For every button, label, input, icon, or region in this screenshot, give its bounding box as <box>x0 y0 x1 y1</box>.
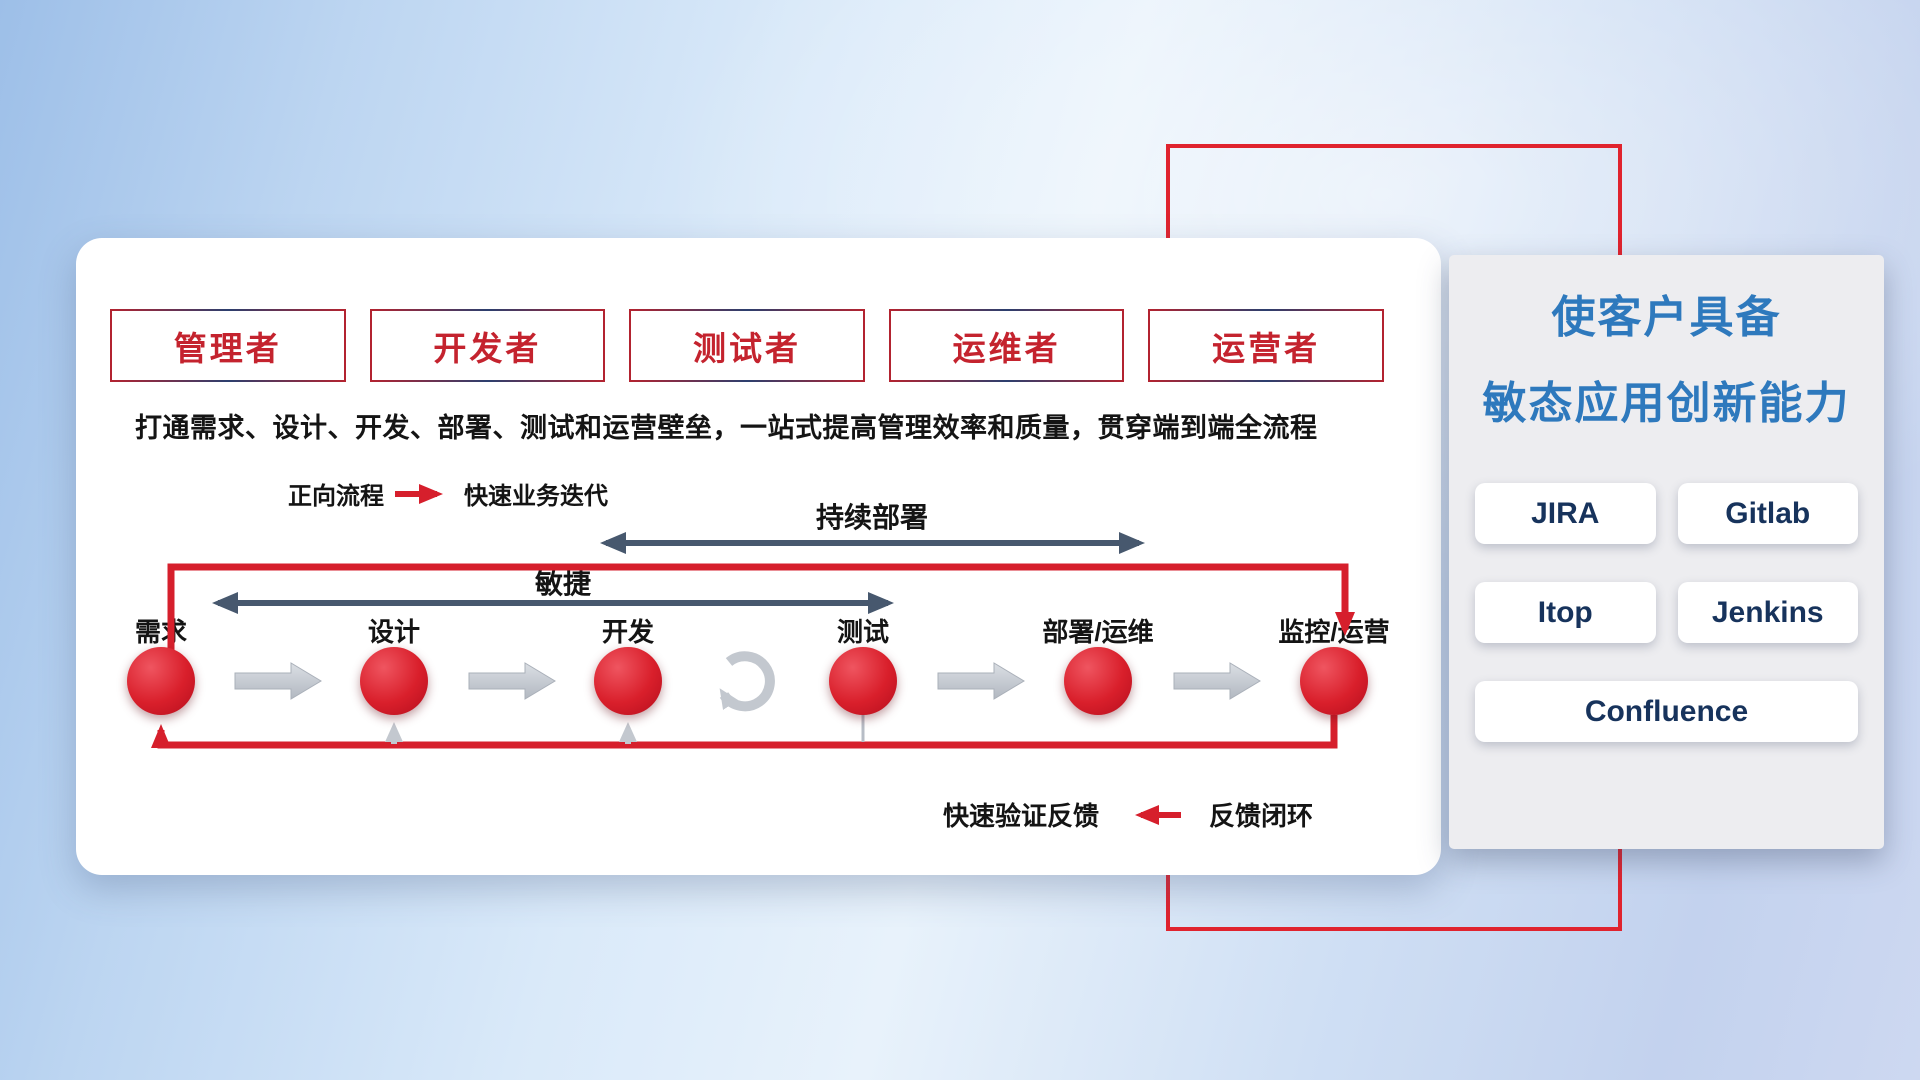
flow-description: 打通需求、设计、开发、部署、测试和运营壁垒，一站式提高管理效率和质量，贯穿端到端… <box>135 413 1318 443</box>
capability-title-line2: 敏态应用创新能力 <box>1482 379 1851 428</box>
capability-title-line1: 使客户具备 <box>1551 293 1782 342</box>
node-monitor-op <box>1300 647 1368 715</box>
tool-box-itop: Itop <box>1475 582 1656 643</box>
legend-feedback: 快速验证反馈 反馈闭环 <box>943 796 1313 833</box>
node-deploy-ops <box>1064 647 1132 715</box>
legend-forward: 正向流程 快速业务迭代 <box>288 476 608 511</box>
legend-forward-label: 正向流程 <box>288 483 384 510</box>
node-requirements <box>127 647 195 715</box>
node-design <box>360 647 428 715</box>
node-test <box>829 647 897 715</box>
stage-nodes <box>127 647 1368 715</box>
tool-box-jenkins: Jenkins <box>1677 582 1858 643</box>
stage-label-design: 设计 <box>367 617 420 647</box>
role-box-operator: 运营者 <box>1148 309 1384 382</box>
role-box-developer: 开发者 <box>369 309 606 382</box>
feedback-desc: 快速验证反馈 <box>943 801 1100 831</box>
feedback-label: 反馈闭环 <box>1209 801 1314 831</box>
iteration-loop-icon <box>719 651 775 712</box>
role-label: 测试者 <box>692 329 801 367</box>
stage-label-deploy-ops: 部署/运维 <box>1042 617 1154 647</box>
arrow-req-design <box>234 662 322 700</box>
arrow-design-dev <box>468 662 556 700</box>
arrow-test-deploy <box>937 662 1025 700</box>
role-box-ops: 运维者 <box>888 309 1125 382</box>
tool-box-confluence: Confluence <box>1475 681 1858 742</box>
tool-box-gitlab: Gitlab <box>1677 483 1858 544</box>
stage-arrows <box>234 662 1261 700</box>
feedback-arrow-icon <box>1135 804 1182 825</box>
arrow-deploy-monitor <box>1173 662 1261 700</box>
role-box-manager: 管理者 <box>110 309 346 382</box>
role-box-tester: 测试者 <box>629 309 865 382</box>
stage-label-develop: 开发 <box>601 617 654 647</box>
stage-label-test: 测试 <box>836 617 889 647</box>
feedback-loop-line <box>151 715 1338 749</box>
agile-label: 敏捷 <box>534 568 591 599</box>
tool-box-jira: JIRA <box>1475 483 1656 544</box>
stage-label-requirements: 需求 <box>134 617 187 647</box>
node-develop <box>594 647 662 715</box>
role-label: 管理者 <box>173 329 282 367</box>
devops-flow-panel: 管理者 开发者 测试者 运维者 运营者 打通需求、设计、开发、部署、测试和运营壁… <box>76 238 1441 875</box>
capability-panel: 使客户具备 敏态应用创新能力 JIRA Gitlab Itop Jenkins … <box>1449 255 1884 849</box>
forward-arrow-icon <box>395 483 443 504</box>
role-label: 运营者 <box>1212 329 1321 367</box>
role-label: 开发者 <box>433 329 542 367</box>
role-label: 运维者 <box>952 329 1061 367</box>
legend-forward-desc: 快速业务迭代 <box>464 483 608 510</box>
continuous-deployment-label: 持续部署 <box>815 502 928 533</box>
role-row: 管理者 开发者 测试者 运维者 运营者 <box>110 309 1384 382</box>
tool-grid: JIRA Gitlab Itop Jenkins Confluence <box>1475 483 1858 742</box>
stage-label-monitor-op: 监控/运营 <box>1278 617 1390 647</box>
